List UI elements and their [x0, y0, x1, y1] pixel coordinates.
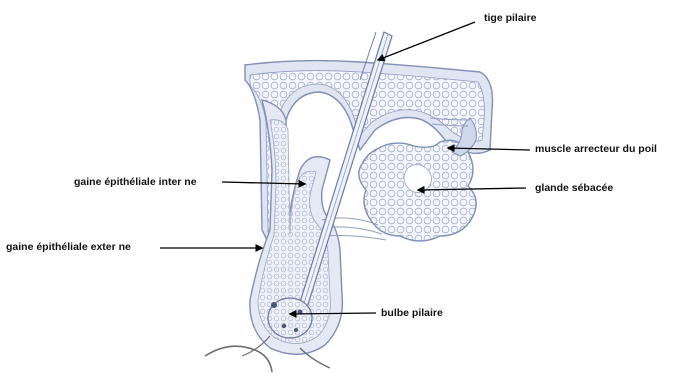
arrow-tige-pilaire	[378, 22, 475, 60]
label-bulbe-pilaire: bulbe pilaire	[381, 307, 443, 319]
label-tige-pilaire: tige pilaire	[484, 12, 537, 24]
label-muscle-arrecteur: muscle arrecteur du poil	[535, 143, 657, 155]
label-gaine-interne: gaine épithéliale inter ne	[74, 176, 197, 188]
label-glande-sebacee: glande sébacée	[535, 182, 613, 194]
label-gaine-externe: gaine épithéliale exter ne	[6, 241, 131, 253]
vessel	[205, 346, 272, 372]
